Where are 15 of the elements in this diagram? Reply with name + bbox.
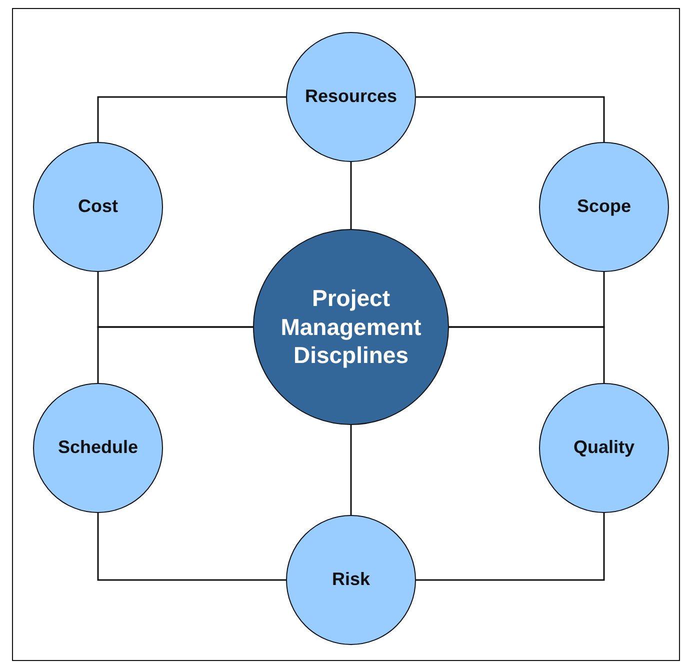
node-label: Quality [573,437,634,459]
node-label: Resources [304,86,398,108]
connector-line [350,425,352,515]
connector-line [97,513,286,581]
connector-line [449,326,605,383]
node-label: Risk [332,569,370,591]
node-label: Project Management Discplines [280,284,422,370]
connector-line [416,513,605,581]
connector-line [416,96,605,142]
node-label: Scope [576,196,632,218]
node-label: Schedule [58,437,138,459]
node-label: Cost [78,196,118,218]
connector-line [350,162,352,229]
connector-line [97,96,286,142]
connector-line [97,326,253,383]
